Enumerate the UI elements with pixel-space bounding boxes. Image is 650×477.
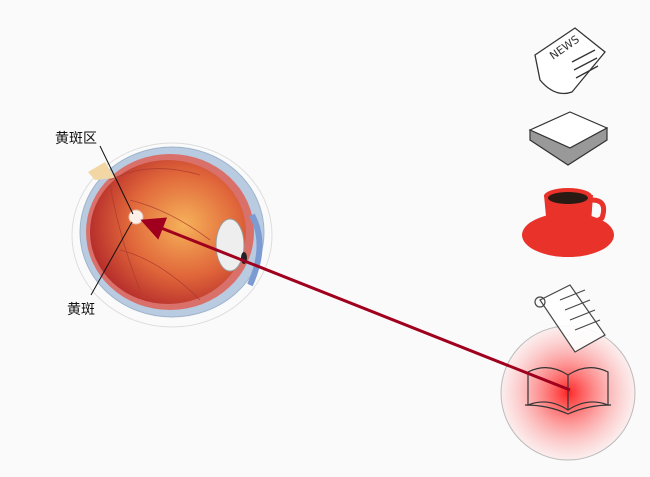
macula-label: 黄斑 bbox=[67, 301, 95, 318]
eyeball-illustration bbox=[71, 142, 273, 328]
macular-region-label: 黄斑区 bbox=[55, 130, 97, 147]
macula-leader-line bbox=[90, 221, 133, 296]
gaze-arrow bbox=[140, 217, 571, 392]
notepad-icon bbox=[534, 284, 606, 353]
coffee-cup-icon bbox=[522, 188, 614, 257]
open-book-icon bbox=[524, 367, 612, 415]
book-block-icon bbox=[528, 111, 609, 166]
newspaper-icon: NEWS bbox=[534, 27, 606, 95]
macular-region-leader-line bbox=[99, 145, 134, 215]
